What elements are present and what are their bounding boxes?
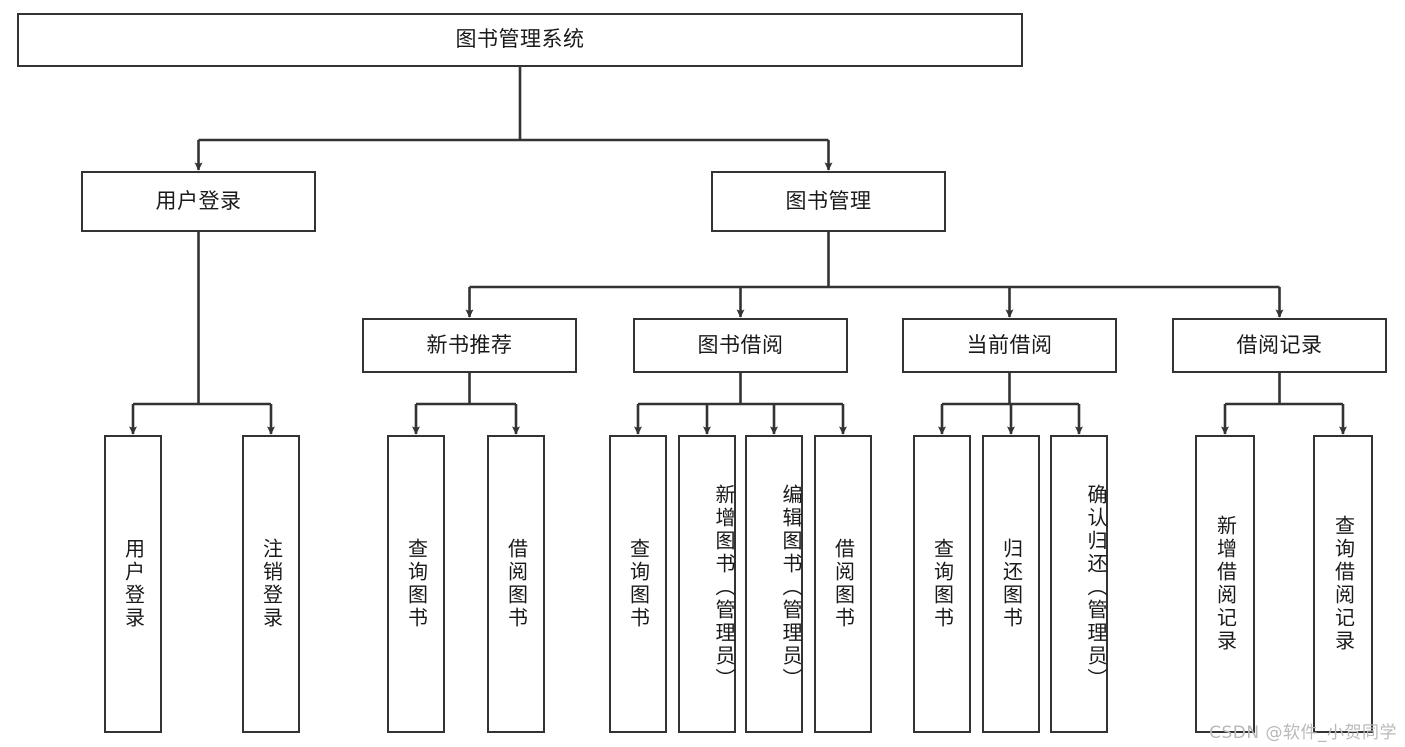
- node-leaf-borrow-1[interactable]: 借阅图书: [487, 435, 545, 733]
- node-label-book-borrow: 图书借阅: [697, 332, 784, 357]
- node-current-borrow[interactable]: 当前借阅: [902, 318, 1117, 373]
- node-label-leaf-confirm: 确认归还（管理员）: [1084, 483, 1108, 691]
- node-label-leaf-borrow-1: 借阅图书: [504, 538, 529, 630]
- node-root[interactable]: 图书管理系统: [17, 13, 1023, 67]
- node-leaf-add-book[interactable]: 新增图书（管理员）: [678, 435, 736, 733]
- node-label-leaf-return: 归还图书: [999, 538, 1024, 630]
- node-book-borrow[interactable]: 图书借阅: [633, 318, 848, 373]
- node-label-leaf-logout: 注销登录: [259, 538, 284, 630]
- node-leaf-query-1[interactable]: 查询图书: [387, 435, 445, 733]
- node-label-current-borrow: 当前借阅: [966, 332, 1053, 357]
- node-leaf-query-rec[interactable]: 查询借阅记录: [1313, 435, 1373, 733]
- node-label-leaf-borrow-2: 借阅图书: [831, 538, 856, 630]
- node-label-leaf-query-rec: 查询借阅记录: [1331, 515, 1356, 653]
- node-leaf-add-rec[interactable]: 新增借阅记录: [1195, 435, 1255, 733]
- node-borrow-record[interactable]: 借阅记录: [1172, 318, 1387, 373]
- node-label-book-manage: 图书管理: [785, 188, 872, 213]
- node-leaf-confirm[interactable]: 确认归还（管理员）: [1050, 435, 1108, 733]
- node-leaf-query-2[interactable]: 查询图书: [609, 435, 667, 733]
- node-label-leaf-query-1: 查询图书: [404, 538, 429, 630]
- node-label-leaf-user-login: 用户登录: [121, 538, 146, 630]
- node-label-borrow-record: 借阅记录: [1236, 332, 1323, 357]
- node-leaf-logout[interactable]: 注销登录: [242, 435, 300, 733]
- node-label-leaf-query-2: 查询图书: [626, 538, 651, 630]
- node-label-new-book-rec: 新书推荐: [426, 332, 513, 357]
- node-label-user-login: 用户登录: [155, 188, 242, 213]
- node-leaf-query-3[interactable]: 查询图书: [913, 435, 971, 733]
- node-user-login[interactable]: 用户登录: [81, 171, 316, 232]
- node-leaf-return[interactable]: 归还图书: [982, 435, 1040, 733]
- node-leaf-user-login[interactable]: 用户登录: [104, 435, 162, 733]
- node-new-book-rec[interactable]: 新书推荐: [362, 318, 577, 373]
- node-label-root: 图书管理系统: [455, 27, 585, 52]
- node-leaf-edit-book[interactable]: 编辑图书（管理员）: [745, 435, 803, 733]
- node-book-manage[interactable]: 图书管理: [711, 171, 946, 232]
- node-label-leaf-add-rec: 新增借阅记录: [1213, 515, 1238, 653]
- node-leaf-borrow-2[interactable]: 借阅图书: [814, 435, 872, 733]
- node-label-leaf-query-3: 查询图书: [930, 538, 955, 630]
- node-label-leaf-add-book: 新增图书（管理员）: [712, 483, 736, 691]
- node-label-leaf-edit-book: 编辑图书（管理员）: [779, 483, 803, 691]
- watermark-text: CSDN @软件_小贺同学: [1209, 723, 1397, 743]
